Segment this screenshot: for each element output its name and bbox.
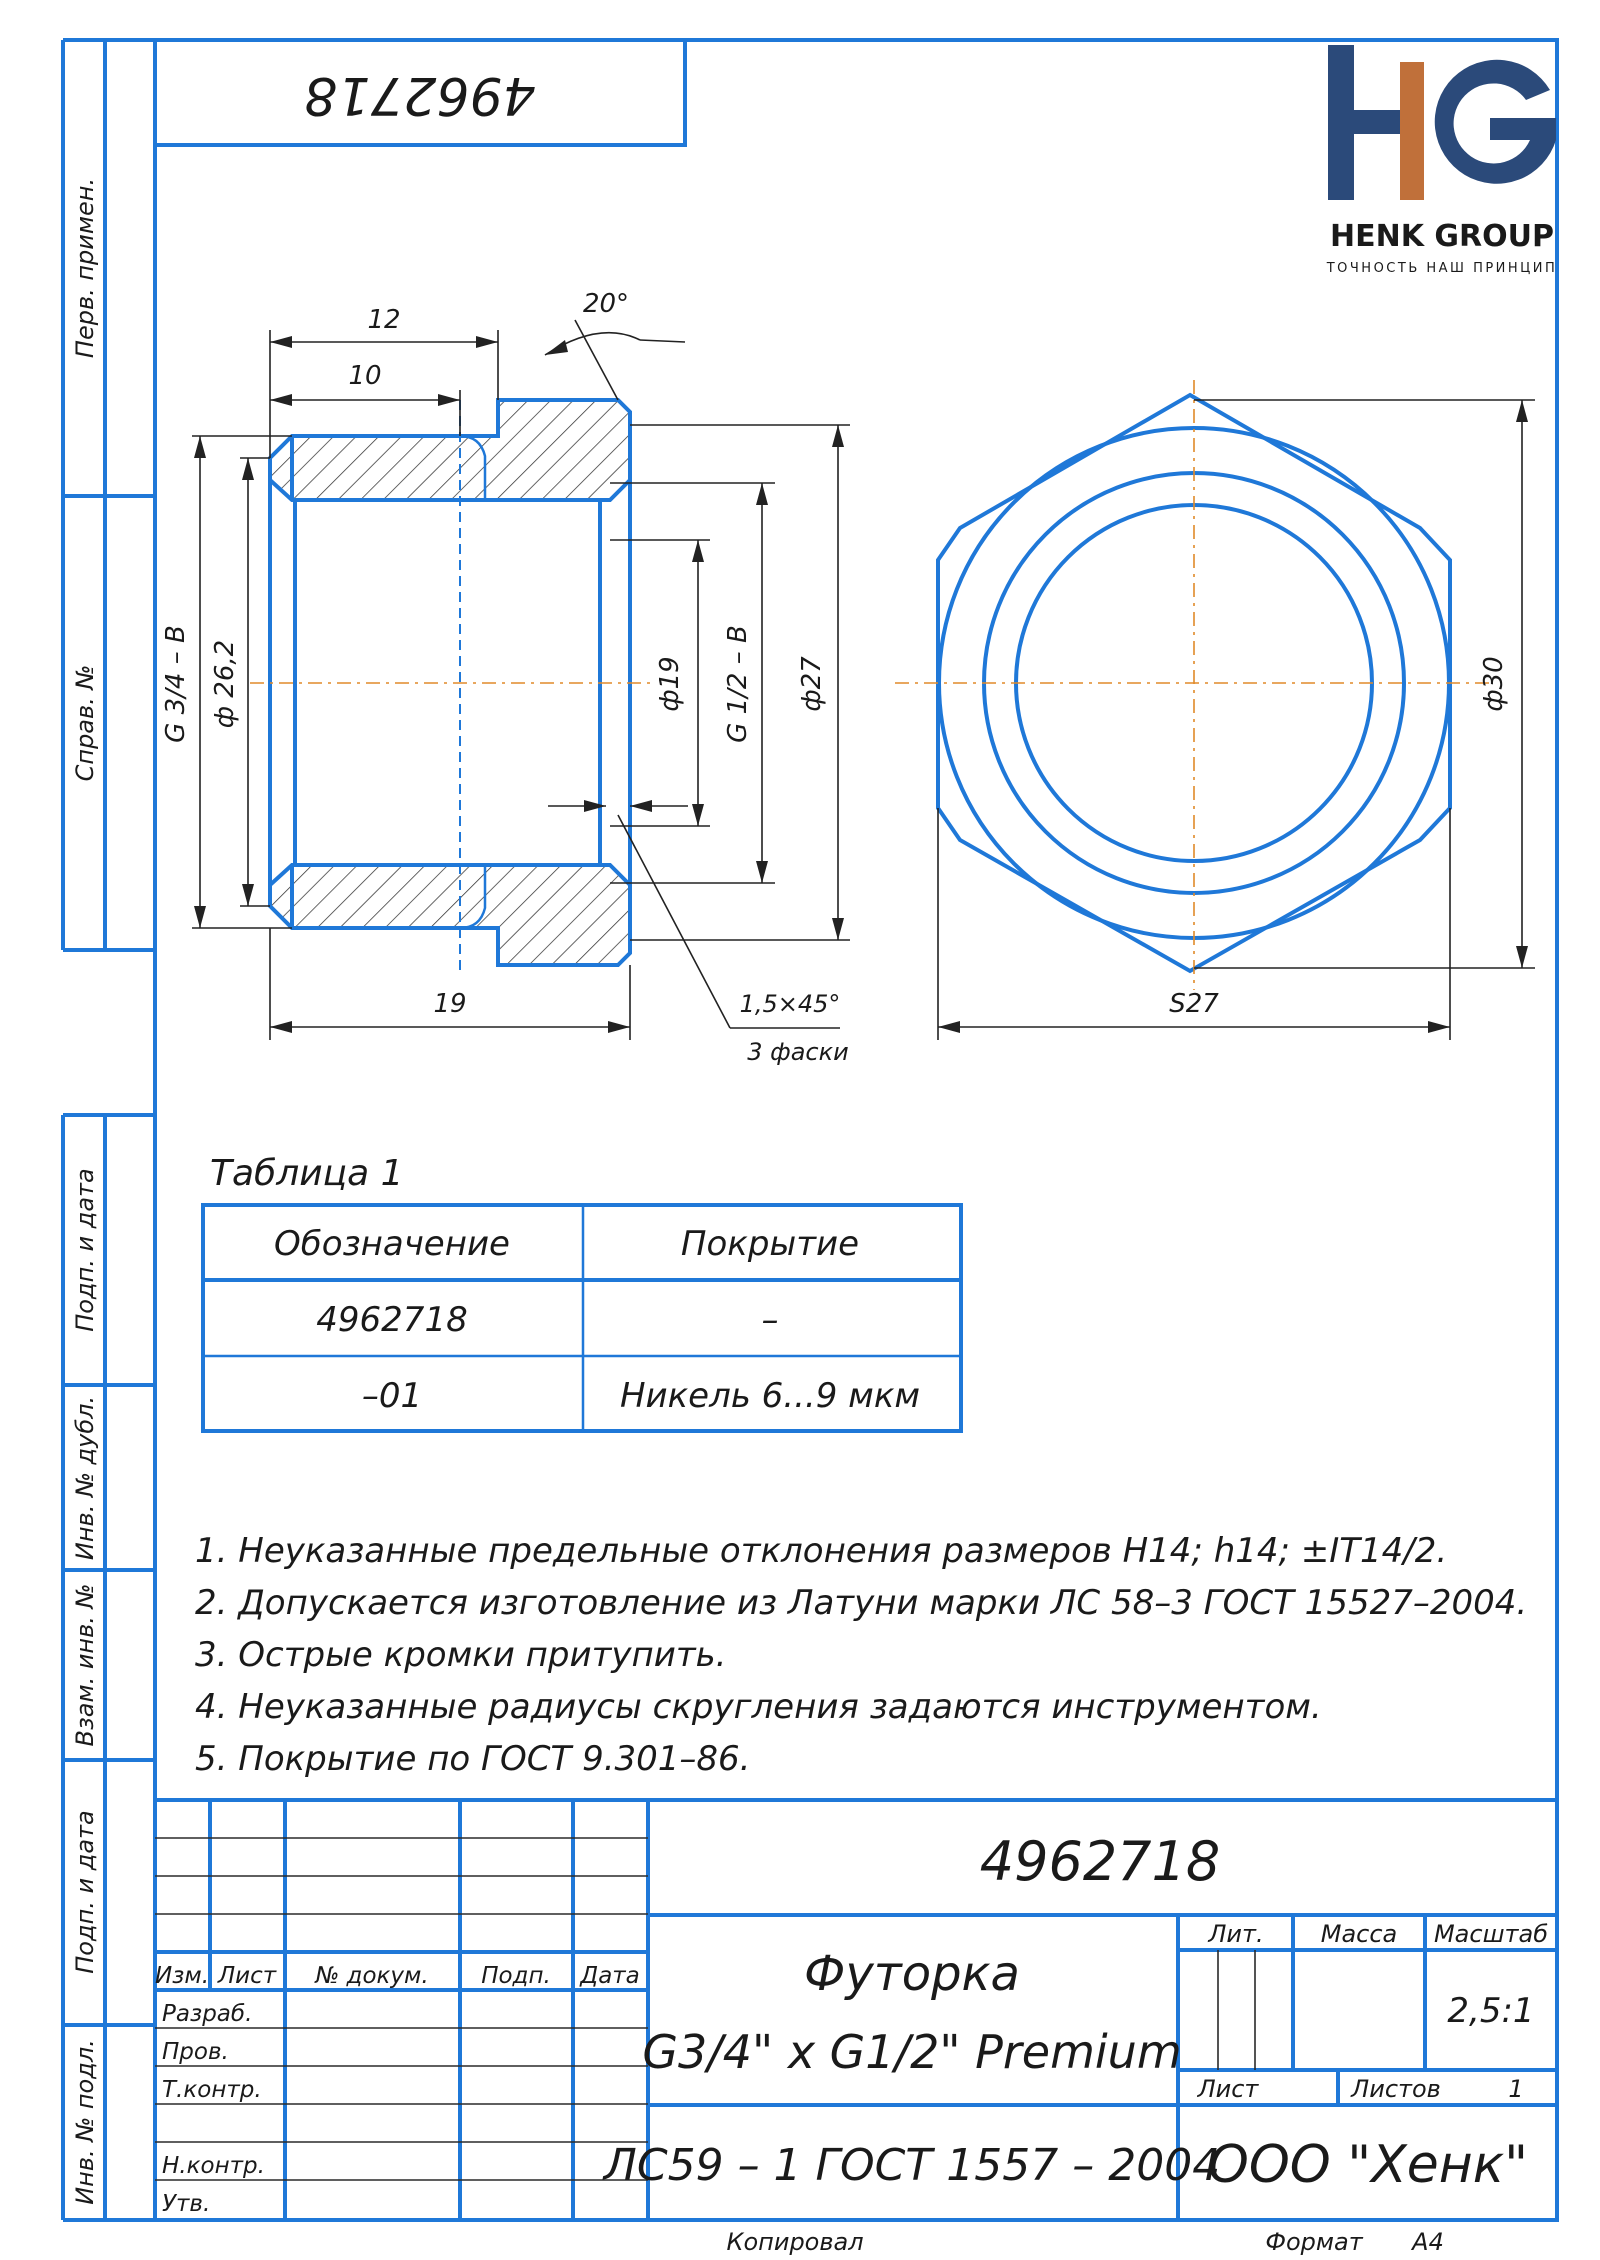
title-company: ООО "Хенк": [1208, 2135, 1528, 2195]
side-label-vzam: Взам. инв. №: [71, 1584, 99, 1747]
side-label-sprav: Справ. №: [71, 665, 99, 782]
note-2: 2. Допускается изготовление из Латуни ма…: [195, 1583, 1527, 1623]
side-label-inv-podl: Инв. № подл.: [71, 2039, 99, 2205]
label-sheets: Листов: [1350, 2075, 1441, 2103]
value-scale: 2,5:1: [1447, 1991, 1534, 2031]
label-sheet: Лист: [1197, 2075, 1260, 2103]
title-material: ЛС59 – 1 ГОСТ 1557 – 2004: [602, 2140, 1220, 2191]
dim-dia262: ф 26,2: [210, 640, 240, 728]
logo-h-right-bar-copper: [1400, 62, 1424, 200]
dim-len12: 12: [367, 305, 400, 335]
side-label-perv: Перв. примен.: [71, 178, 99, 358]
dim-thread-small: G 1/2 – B: [723, 625, 753, 743]
section-inner-top: [268, 478, 632, 502]
note-3: 3. Острые кромки притупить.: [195, 1635, 726, 1675]
side-strip: [61, 38, 155, 2222]
technical-notes: 1. Неуказанные предельные отклонения раз…: [195, 1531, 1527, 1779]
role-utv: Утв.: [162, 2191, 210, 2217]
value-sheets: 1: [1508, 2075, 1523, 2103]
table-header-designation: Обозначение: [274, 1224, 510, 1264]
dim-hex: S27: [1169, 989, 1219, 1019]
side-label-podp-1: Подп. и дата: [71, 1168, 99, 1332]
label-lit: Лит.: [1207, 1920, 1263, 1948]
col-header-izm: Изм.: [155, 1963, 209, 1989]
logo-slogan: ТОЧНОСТЬ НАШ ПРИНЦИП: [1326, 261, 1558, 276]
doc-number-box: [153, 38, 687, 147]
note-4: 4. Неуказанные радиусы скругления задают…: [195, 1687, 1322, 1727]
side-label-inv-dubl: Инв. № дубл.: [71, 1396, 99, 1560]
dim-len19: 19: [433, 989, 466, 1019]
groove-fillet-bottom: [459, 865, 487, 930]
role-nkontr: Н.контр.: [162, 2153, 265, 2179]
dim-angle: 20°: [583, 289, 629, 319]
format-value: А4: [1410, 2228, 1444, 2256]
dim-len10: 10: [348, 361, 381, 391]
section-view: [250, 398, 650, 970]
col-header-date: Дата: [579, 1963, 640, 1989]
side-label-podp-2: Подп. и дата: [71, 1810, 99, 1974]
dim-dia19: ф19: [655, 656, 685, 711]
note-5: 5. Покрытие по ГОСТ 9.301–86.: [195, 1739, 750, 1779]
henk-group-logo: HENK GROUP ТОЧНОСТЬ НАШ ПРИНЦИП: [1326, 45, 1558, 276]
dim-chamfer: 1,5×45°: [740, 990, 841, 1018]
table-1: Таблица 1 Обозначение Покрытие 4962718 –…: [201, 1153, 963, 1433]
section-hatch-top: [270, 400, 630, 500]
table-cell-r2c2: Никель 6...9 мкм: [620, 1376, 920, 1416]
section-inner-bottom: [268, 863, 632, 887]
doc-number-rotated: 4962718: [304, 65, 536, 125]
hex-outline: [936, 392, 1452, 974]
role-prov: Пров.: [162, 2039, 229, 2065]
table-cell-r1c2: –: [762, 1300, 779, 1340]
copied-label: Копировал: [726, 2228, 863, 2256]
role-tkontr: Т.контр.: [162, 2077, 262, 2103]
end-view: [895, 380, 1495, 990]
groove-fillet-top: [459, 434, 487, 500]
label-scale: Масштаб: [1434, 1920, 1548, 1948]
dim-thread-big: G 3/4 – B: [161, 625, 191, 743]
section-dimensions: 12 10 20° 19 G 3/4 – B ф 26,2: [161, 289, 850, 1066]
drawing-frame: [153, 38, 1559, 2222]
table-header-coating: Покрытие: [681, 1224, 859, 1264]
logo-company-name: HENK GROUP: [1330, 219, 1554, 254]
dim-dia30: ф30: [1479, 656, 1509, 711]
format-label: Формат: [1265, 2228, 1363, 2256]
title-name-line2: G3/4" x G1/2" Premium: [642, 2025, 1181, 2079]
table-cell-r2c1: –01: [362, 1376, 422, 1416]
dim-chamfer-note: 3 фаски: [747, 1038, 848, 1066]
note-1: 1. Неуказанные предельные отклонения раз…: [195, 1531, 1447, 1571]
col-header-doc: № докум.: [313, 1963, 428, 1989]
label-mass: Масса: [1321, 1920, 1398, 1948]
dim-dia27: ф27: [797, 656, 827, 712]
col-header-list: Лист: [217, 1963, 277, 1989]
table-caption: Таблица 1: [210, 1153, 404, 1194]
logo-g-letter: [1434, 59, 1556, 184]
role-razrab: Разраб.: [162, 2001, 252, 2027]
col-header-podp: Подп.: [481, 1963, 551, 1989]
end-dimensions: ф30 S27: [937, 399, 1535, 1040]
title-block: Изм. Лист № докум. Подп. Дата Разраб. Пр…: [155, 1798, 1557, 2220]
table-cell-r1c1: 4962718: [316, 1300, 467, 1340]
title-designation: 4962718: [980, 1830, 1221, 1893]
title-name-line1: Футорка: [804, 1946, 1020, 2002]
section-hatch-bottom: [270, 865, 630, 965]
